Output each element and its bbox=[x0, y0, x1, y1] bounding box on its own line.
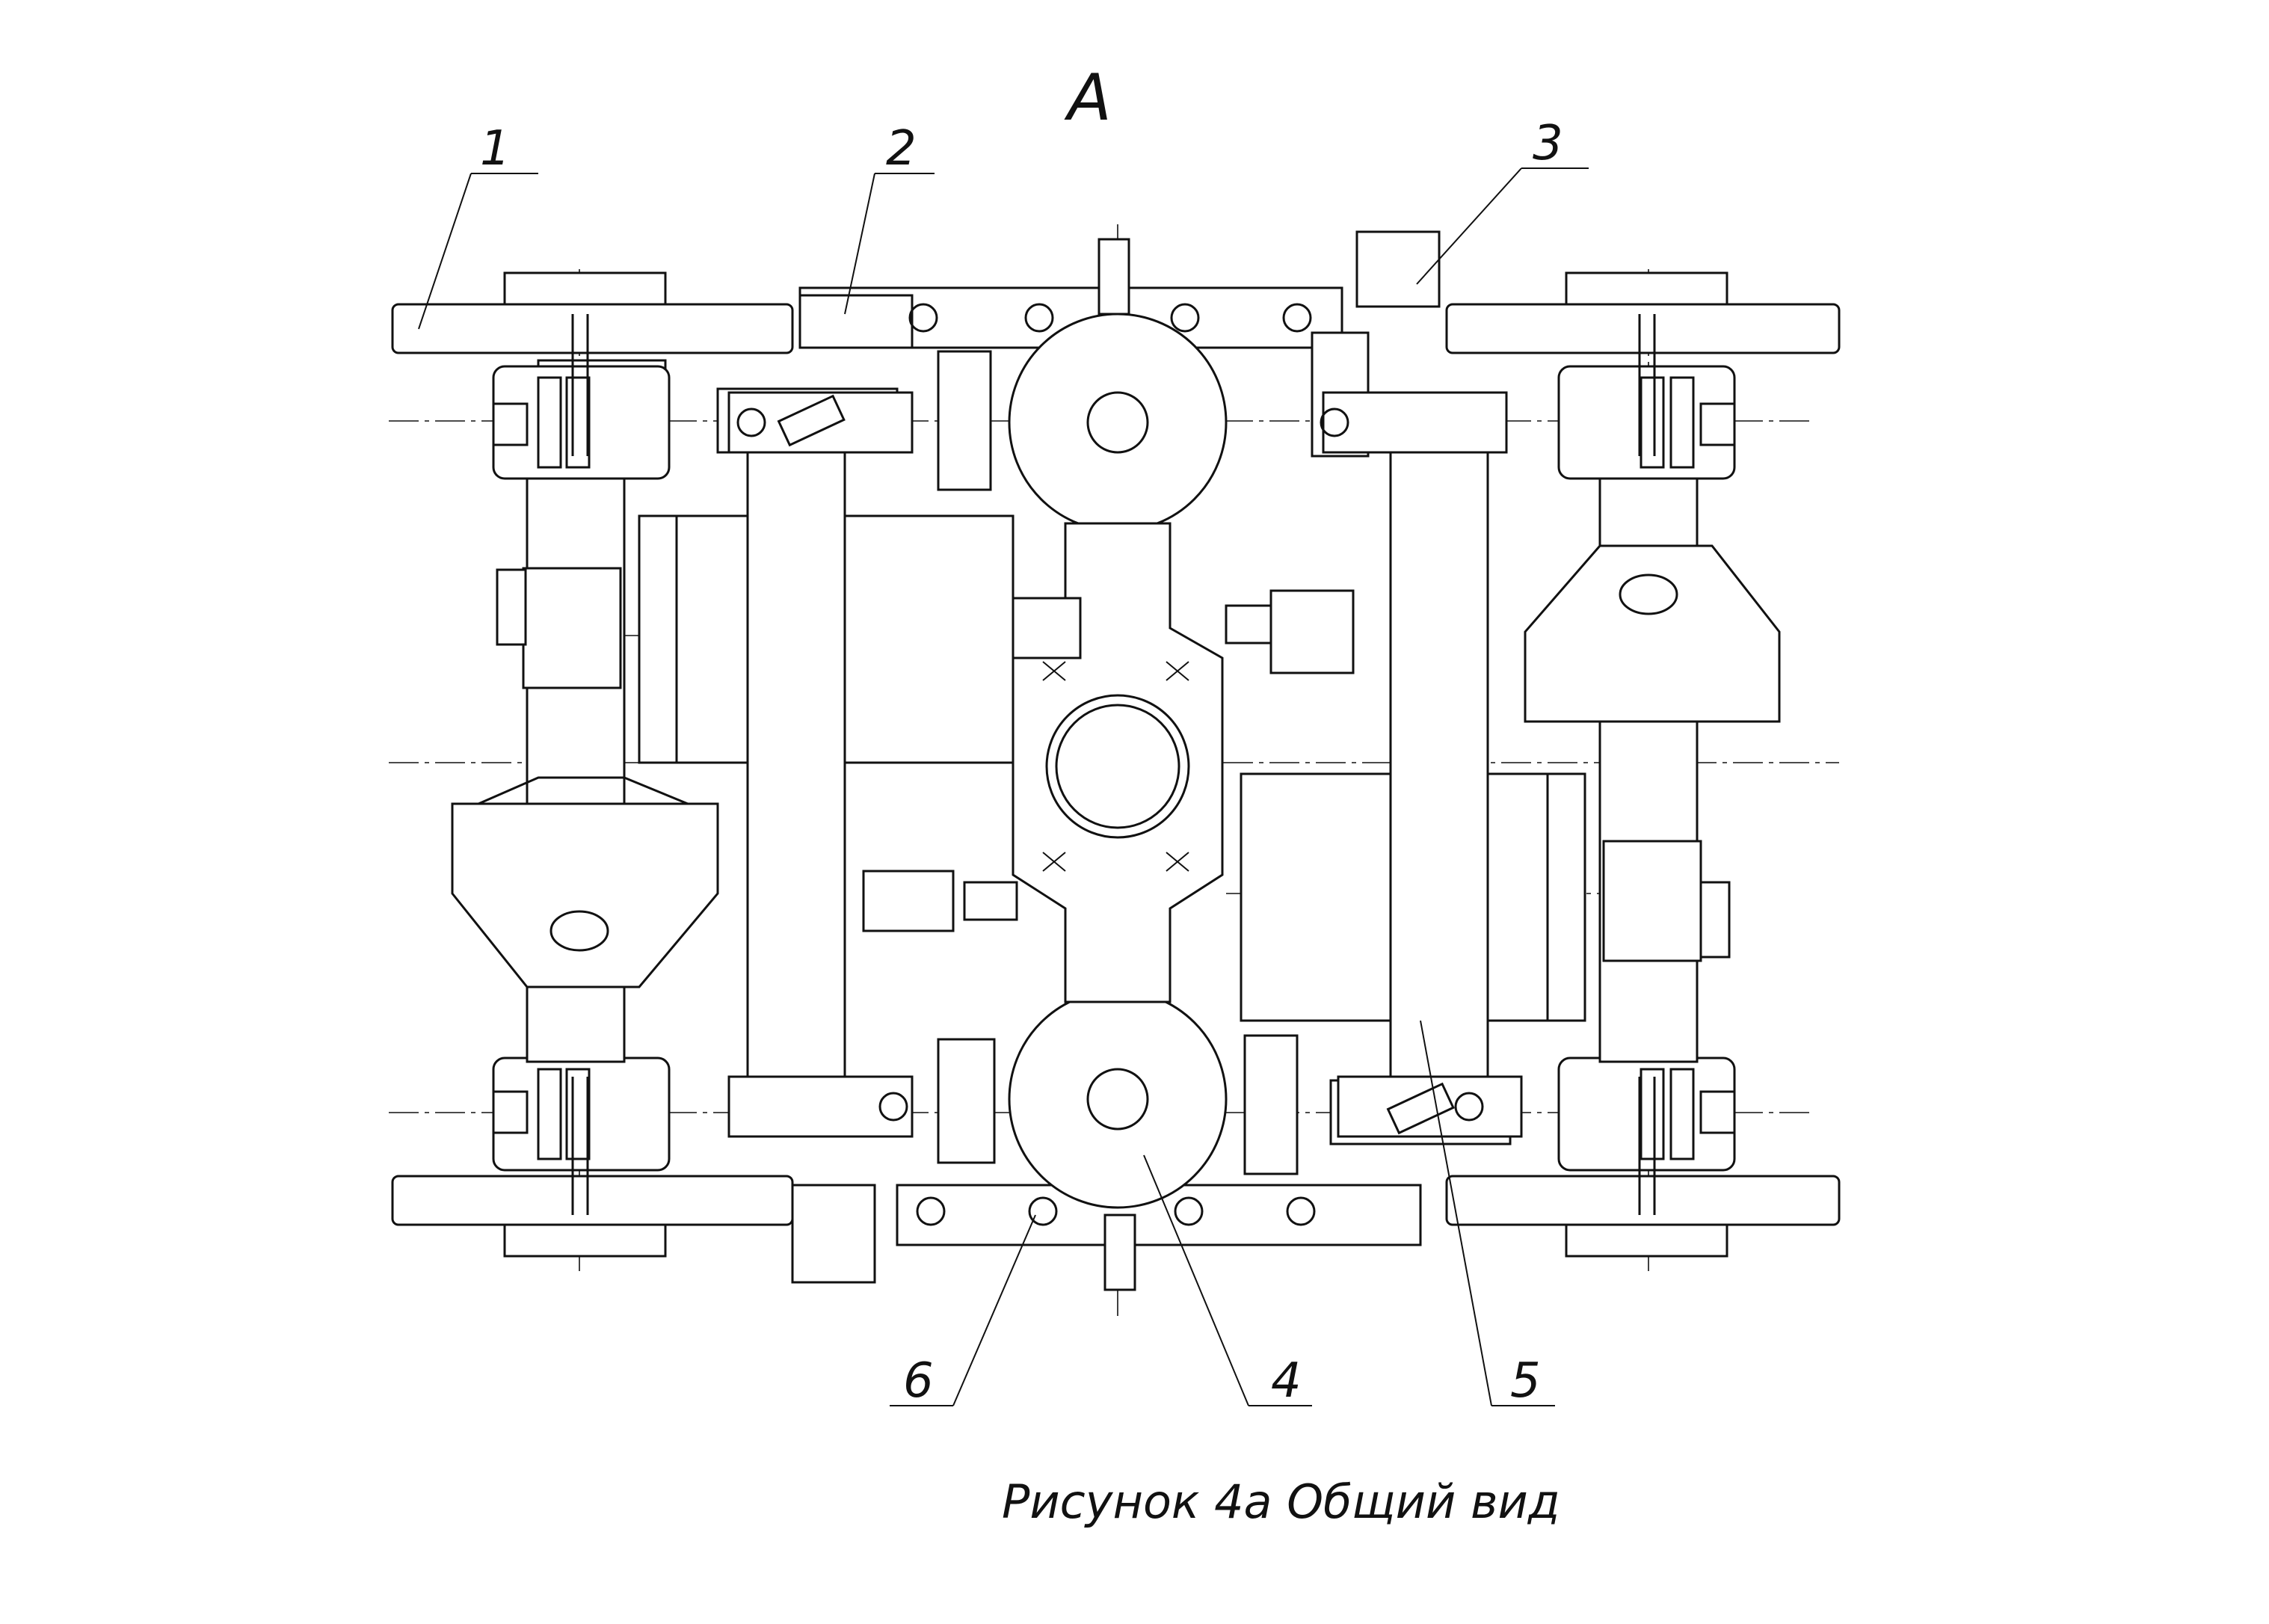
traction-link bbox=[1008, 313, 1228, 1209]
callout-1: 1 bbox=[480, 121, 511, 176]
callout-5: 5 bbox=[1510, 1353, 1541, 1409]
figure-caption: Рисунок 4а Общий вид bbox=[1002, 1474, 1560, 1529]
drive-couplings bbox=[862, 589, 1355, 932]
vertical-links bbox=[727, 230, 1523, 1284]
callout-2: 2 bbox=[886, 121, 917, 176]
callout-labels: 1 2 3 4 5 6 bbox=[480, 116, 1563, 1409]
view-label: А bbox=[1064, 61, 1112, 135]
callout-4: 4 bbox=[1271, 1353, 1302, 1409]
callout-3: 3 bbox=[1533, 116, 1563, 171]
callout-6: 6 bbox=[903, 1353, 934, 1409]
leader-lines bbox=[418, 167, 1589, 1406]
left-wheelset bbox=[391, 271, 1015, 1258]
